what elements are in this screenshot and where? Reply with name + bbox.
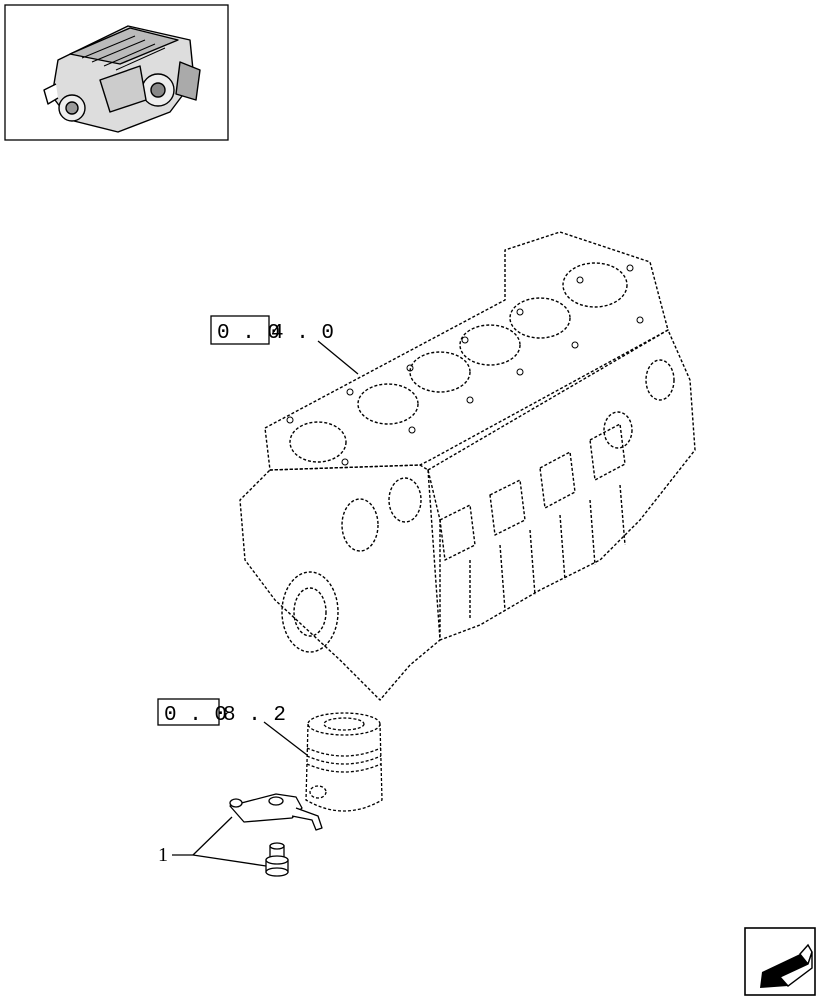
cylinder-bore [509, 297, 571, 339]
hollow-screw[interactable] [265, 842, 289, 877]
cylinder-bore [409, 351, 471, 393]
cylinder-bore [459, 324, 521, 366]
callout-label: 1 [158, 844, 168, 866]
reference-rest-text: 4 . 0 [271, 322, 334, 345]
flywheel-bore [281, 571, 339, 653]
cylinder-block[interactable] [239, 231, 696, 701]
reference-label-piston[interactable]: 0 . 0 8 . 2 [157, 698, 308, 756]
block-top-deck [264, 231, 669, 471]
block-lower-face [427, 329, 696, 641]
block-side-face [239, 464, 441, 701]
engine-thumbnail-icon[interactable] [4, 4, 229, 141]
reference-label-block[interactable]: 0 . 0 4 . 0 [210, 315, 359, 375]
callout-1[interactable]: 1 [158, 816, 267, 867]
cylinder-bore [562, 262, 628, 308]
reference-box-text: 0 . 0 [164, 704, 227, 727]
cylinder-bore [289, 421, 347, 463]
piston-cooling-nozzle[interactable] [229, 793, 323, 831]
reference-box-text: 0 . 0 [217, 322, 280, 345]
navigation-arrow-icon[interactable] [744, 927, 816, 996]
cylinder-bore [357, 383, 419, 425]
piston[interactable] [305, 712, 383, 812]
reference-rest-text: 8 . 2 [223, 704, 286, 727]
